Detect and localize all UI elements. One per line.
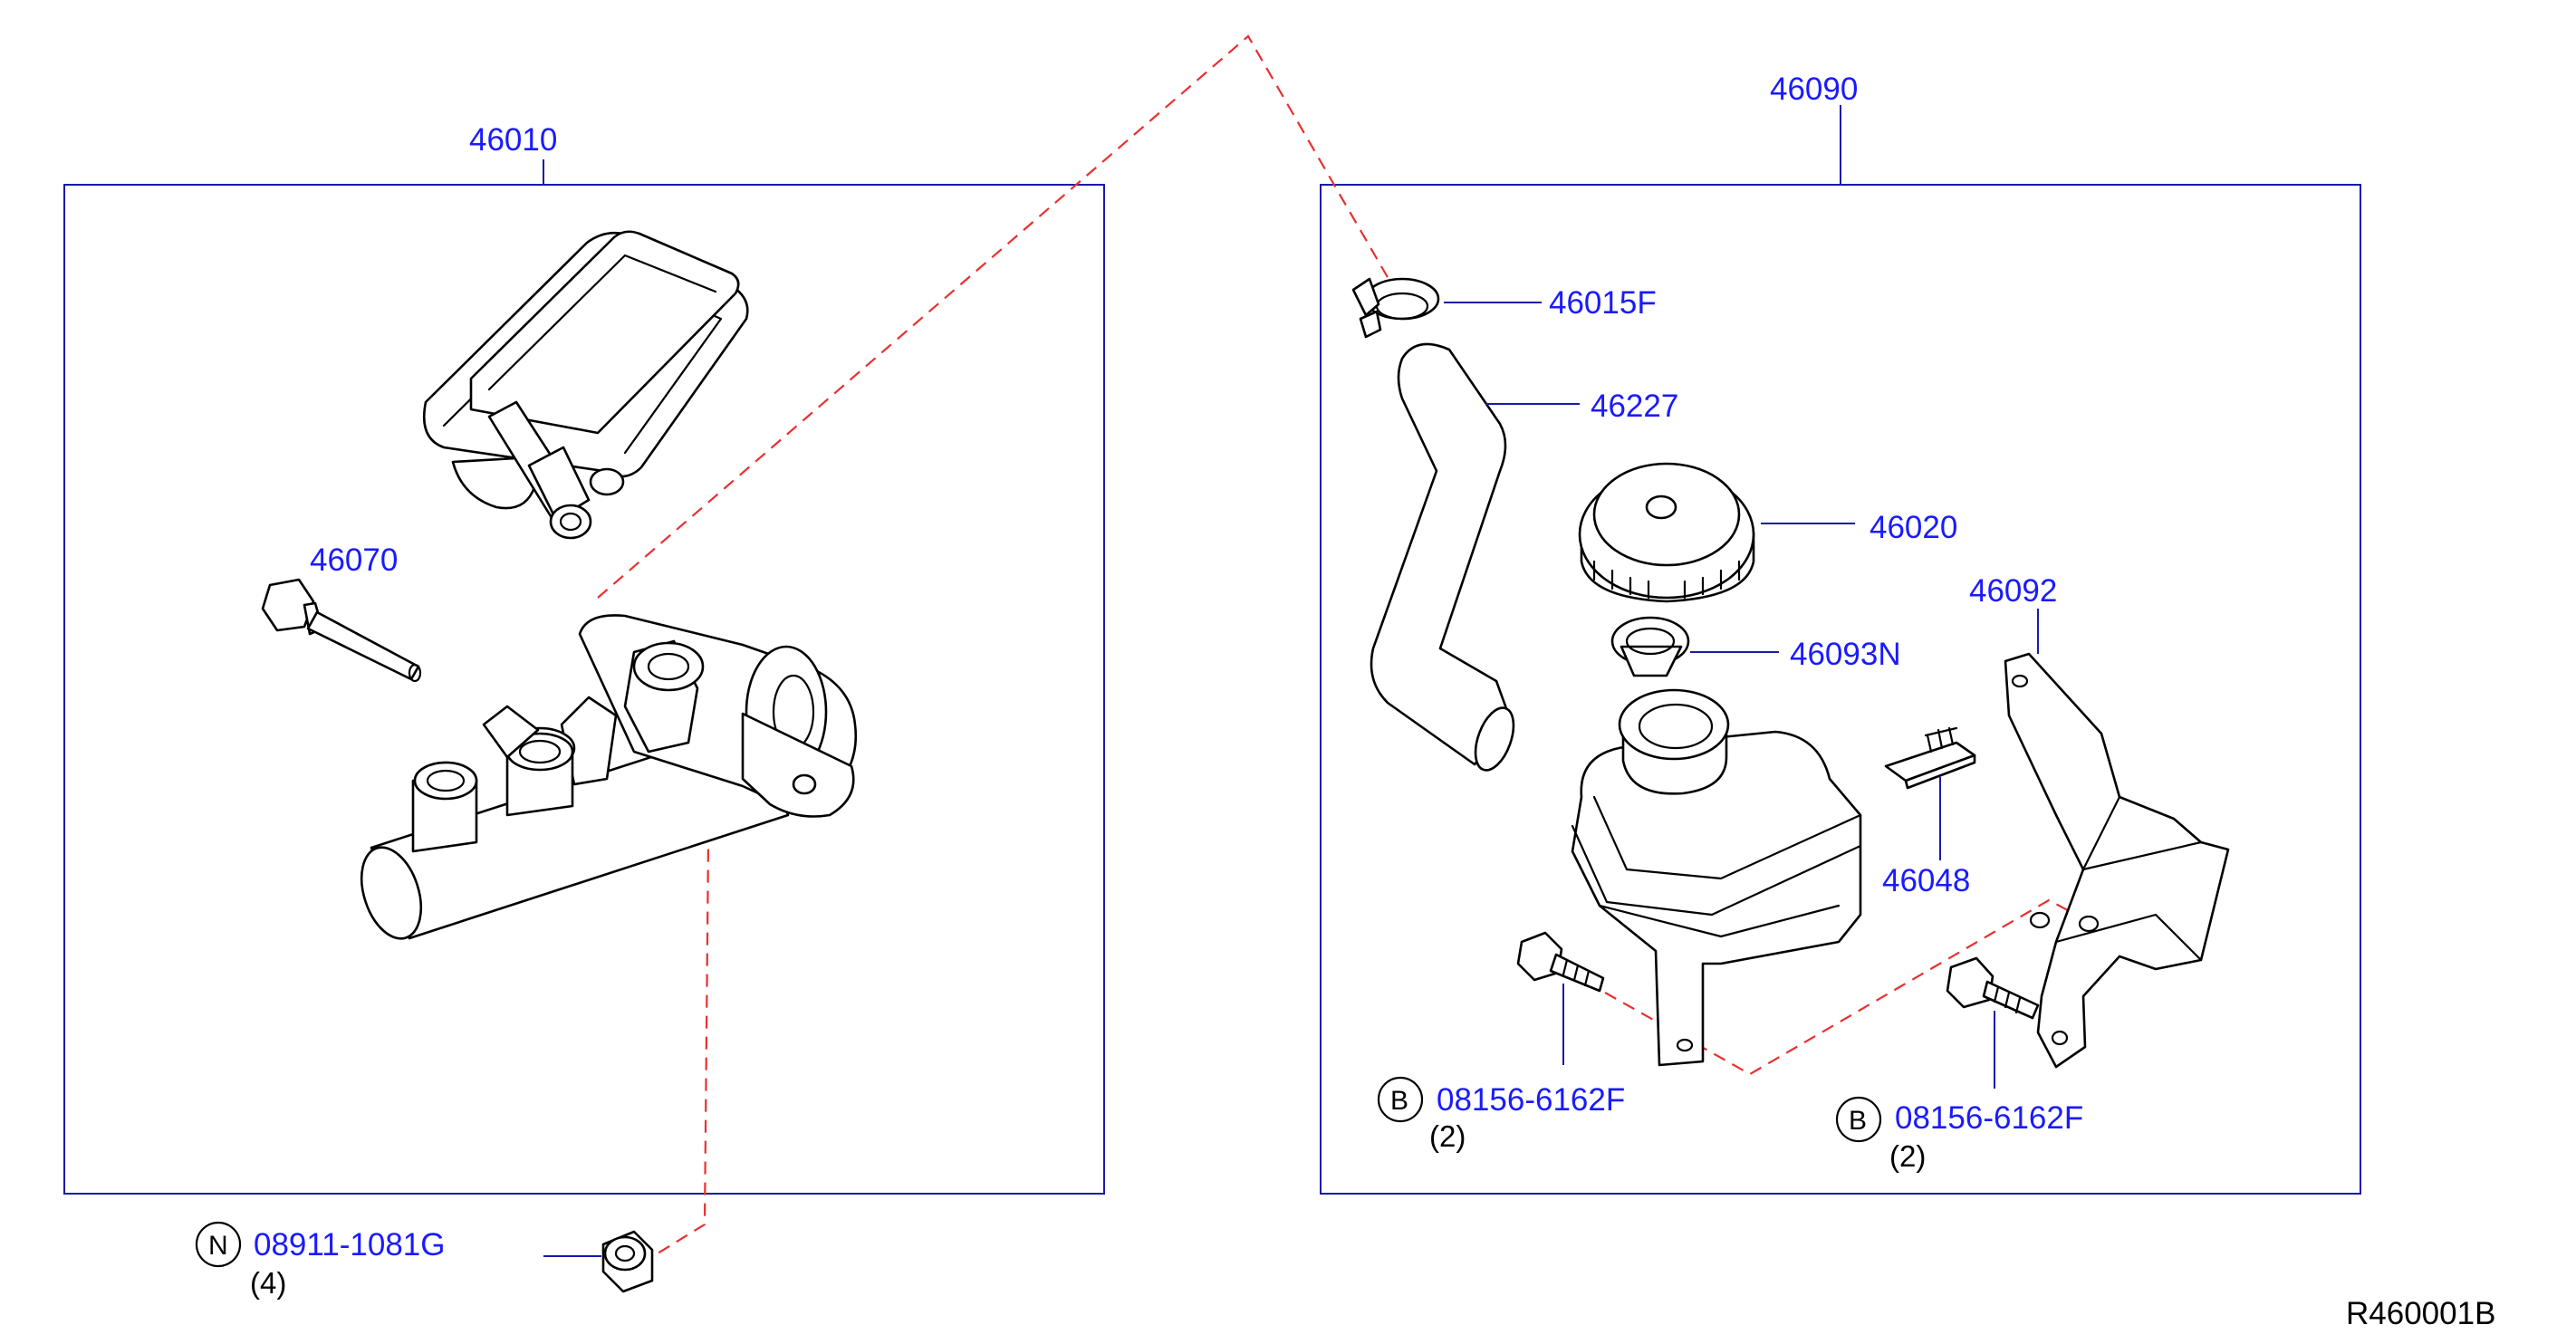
master-cylinder-frame xyxy=(63,184,1105,1195)
label-46070[interactable]: 46070 xyxy=(310,542,398,578)
reservoir-tank-icon xyxy=(1571,688,1862,1067)
diagram-reference: R460001B xyxy=(2346,1296,2495,1331)
master-cylinder-reservoir-icon xyxy=(422,230,749,540)
strainer-46093N-icon xyxy=(1610,616,1690,677)
label-bolt-right-part[interactable]: 08156-6162F xyxy=(1895,1100,2083,1136)
nut-qty: (4) xyxy=(250,1266,286,1300)
bolt-right-symbol-letter: B xyxy=(1849,1106,1867,1136)
bolt-right-qty: (2) xyxy=(1889,1139,1926,1173)
nut-08911-icon xyxy=(601,1230,654,1293)
bolt-right-symbol-circle xyxy=(1835,1096,1882,1143)
cap-46020-icon xyxy=(1578,462,1755,603)
clip-46048-icon xyxy=(1884,726,1976,790)
bolt-left-qty: (2) xyxy=(1429,1119,1466,1153)
bolt-left-symbol-letter: B xyxy=(1390,1086,1408,1116)
dashed-bracket-connection xyxy=(1604,898,2166,1076)
label-46048[interactable]: 46048 xyxy=(1882,863,1970,898)
label-46227[interactable]: 46227 xyxy=(1591,389,1678,424)
pin-46070-icon xyxy=(261,578,422,683)
label-46010[interactable]: 46010 xyxy=(469,122,557,158)
master-cylinder-body-icon xyxy=(360,614,858,940)
nut-symbol-circle xyxy=(195,1221,242,1268)
clamp-46015F-icon xyxy=(1351,277,1440,339)
label-46090[interactable]: 46090 xyxy=(1770,72,1858,107)
bracket-46092-icon xyxy=(2004,652,2230,1069)
label-bolt-left-part[interactable]: 08156-6162F xyxy=(1437,1082,1625,1118)
label-46092[interactable]: 46092 xyxy=(1969,573,2057,609)
nut-symbol-letter: N xyxy=(208,1231,228,1261)
label-46015F[interactable]: 46015F xyxy=(1549,285,1657,321)
bolt-left-symbol-circle xyxy=(1377,1076,1424,1123)
label-46093N[interactable]: 46093N xyxy=(1790,637,1901,672)
hose-46227-icon xyxy=(1370,342,1515,772)
dashed-nut-connection xyxy=(657,787,789,1254)
bolt-left-icon xyxy=(1516,931,1605,993)
dashed-hose-connection xyxy=(597,34,1396,599)
label-46020[interactable]: 46020 xyxy=(1870,510,1957,545)
label-nut-part[interactable]: 08911-1081G xyxy=(254,1227,445,1262)
bolt-right-icon xyxy=(1946,956,2040,1020)
